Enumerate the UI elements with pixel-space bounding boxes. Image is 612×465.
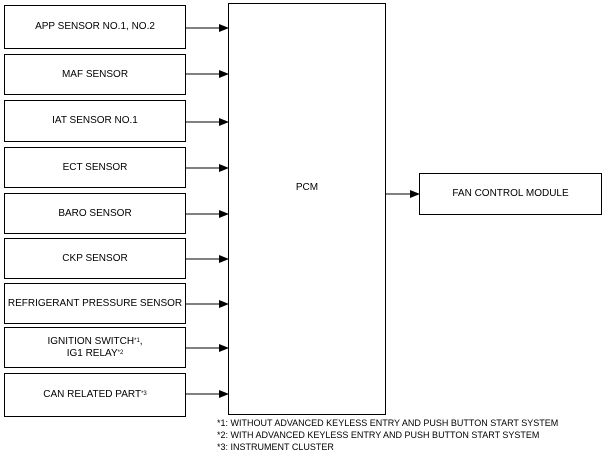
ect-sensor-box: ECT SENSOR: [4, 147, 186, 188]
refrigerant-pressure-sensor-box: REFRIGERANT PRESSURE SENSOR: [4, 283, 186, 324]
maf-sensor-label: MAF SENSOR: [61, 68, 129, 80]
can-related-part-box: CAN RELATED PART*3: [4, 373, 186, 417]
fan-control-module-box: FAN CONTROL MODULE: [419, 173, 602, 215]
footnote-1: *1: WITHOUT ADVANCED KEYLESS ENTRY AND P…: [217, 418, 559, 428]
ignition-switch-box: IGNITION SWITCH*1, IG1 RELAY*2: [4, 327, 186, 368]
ckp-sensor-label: CKP SENSOR: [62, 252, 128, 264]
can-related-part-footnote-mark: *3: [141, 391, 147, 397]
app-sensor-label: APP SENSOR NO.1, NO.2: [35, 21, 155, 32]
ig1-relay-label: IG1 RELAY: [66, 347, 118, 359]
iat-sensor-box: IAT SENSOR NO.1: [4, 100, 186, 142]
ckp-sensor-box: CKP SENSOR: [4, 238, 186, 279]
can-related-part-label: CAN RELATED PART: [43, 389, 142, 400]
ignition-switch-label: IGNITION SWITCH: [47, 335, 135, 347]
refrigerant-pressure-sensor-label: REFRIGERANT PRESSURE SENSOR: [7, 297, 183, 309]
can-related-part-text: CAN RELATED PART*3: [43, 389, 146, 401]
app-sensor-box: APP SENSOR NO.1, NO.2: [4, 5, 186, 49]
ig1-relay-line: IG1 RELAY*2: [67, 348, 124, 360]
iat-sensor-label: IAT SENSOR NO.1: [52, 115, 138, 126]
pcm-box: PCM: [228, 3, 386, 415]
maf-sensor-box: MAF SENSOR: [4, 54, 186, 95]
pcm-label: PCM: [295, 182, 319, 193]
footnote-2: *2: WITH ADVANCED KEYLESS ENTRY AND PUSH…: [217, 430, 540, 440]
ig1-relay-footnote-mark: *2: [117, 349, 124, 356]
ignition-switch-footnote-mark: *1: [134, 337, 140, 344]
fan-control-module-label: FAN CONTROL MODULE: [452, 188, 569, 199]
footnote-3: *3: INSTRUMENT CLUSTER: [217, 442, 334, 452]
ignition-switch-line: IGNITION SWITCH*1,: [47, 336, 142, 348]
ect-sensor-label: ECT SENSOR: [62, 161, 128, 173]
baro-sensor-box: BARO SENSOR: [4, 193, 186, 234]
ignition-switch-comma: ,: [139, 335, 143, 347]
baro-sensor-label: BARO SENSOR: [58, 207, 132, 219]
